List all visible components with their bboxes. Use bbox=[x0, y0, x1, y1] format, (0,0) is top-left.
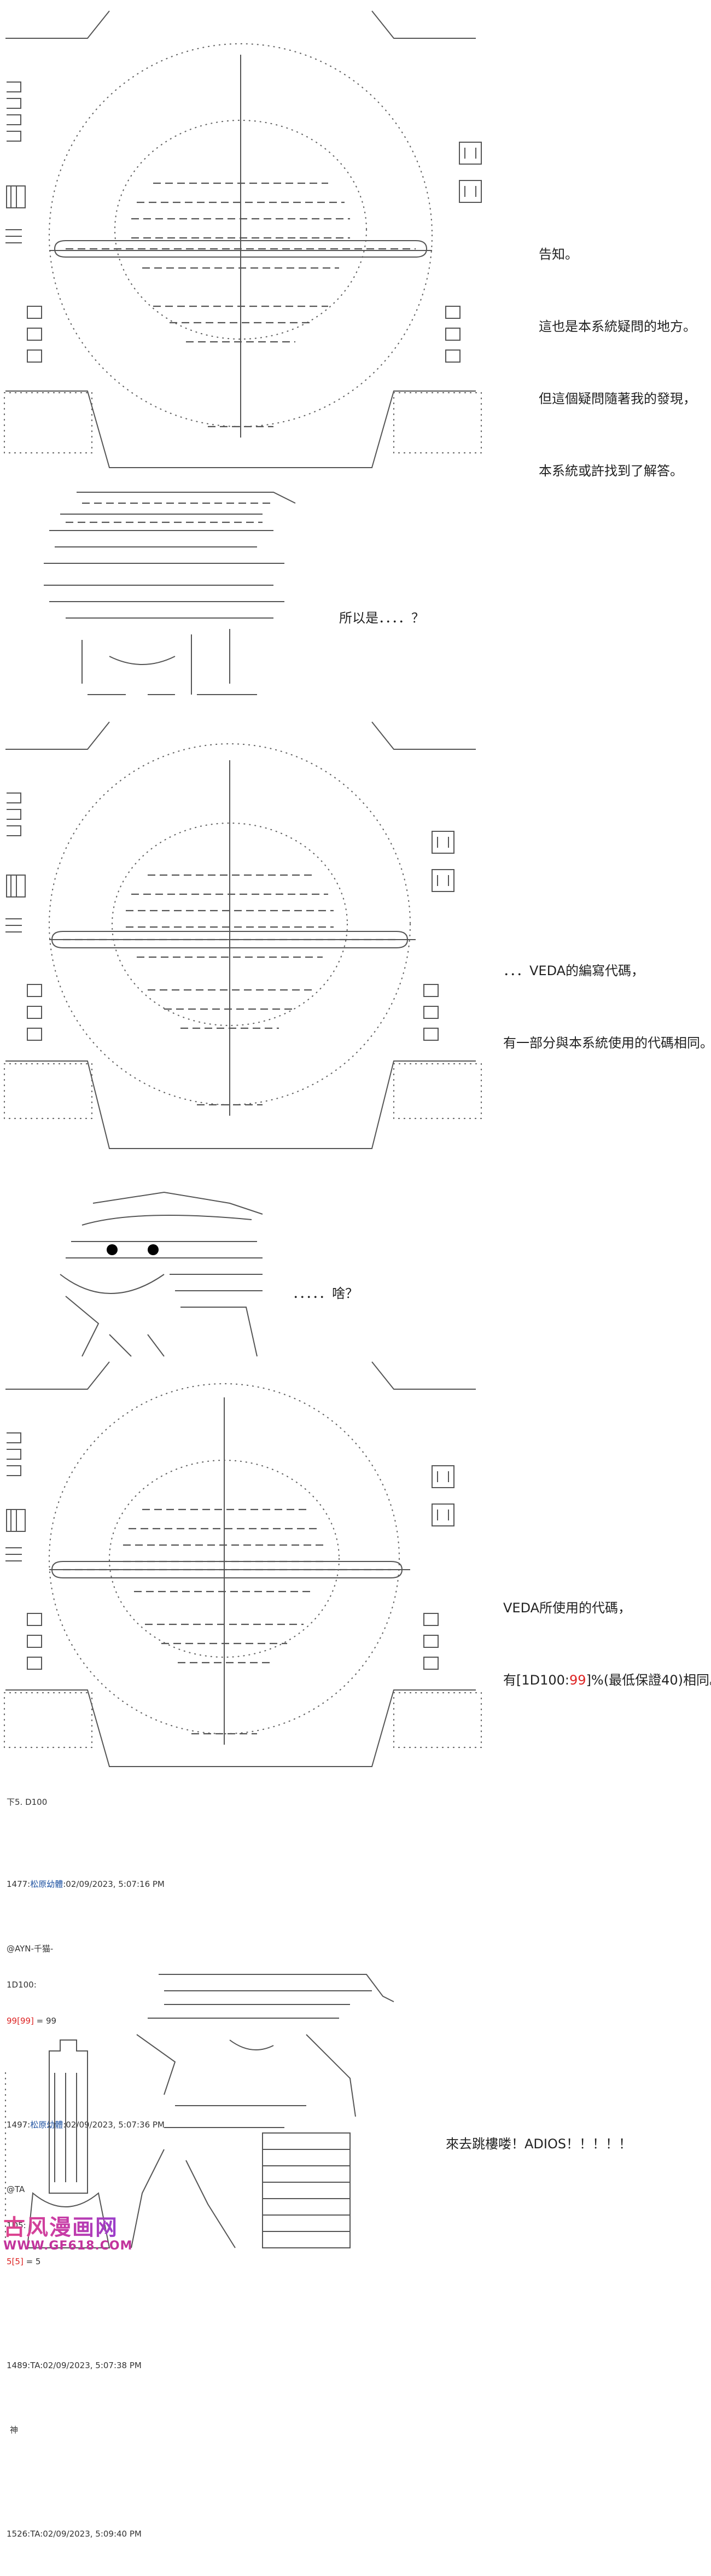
caption-line: ．．．VEDA的編寫代碼， bbox=[503, 963, 645, 978]
post-number: 1489: bbox=[7, 2361, 31, 2370]
site-watermark: 古风漫画网 WWW.GF618.COM bbox=[3, 2210, 132, 2253]
watermark-url: WWW.GF618.COM bbox=[3, 2239, 133, 2253]
post-number: 1477: bbox=[7, 1879, 31, 1889]
roll-prefix: 有[1D100: bbox=[503, 1672, 570, 1688]
roll-suffix: ]%(最低保證40)相同。 bbox=[586, 1672, 711, 1688]
post-number: 1497: bbox=[7, 2120, 31, 2130]
hud-ascii-art-2 bbox=[3, 721, 482, 1149]
eye-dot-right bbox=[148, 1244, 159, 1255]
character-panel-2: ．．．．．啥？ bbox=[0, 1181, 711, 1362]
caption-line: 告知。 bbox=[539, 247, 578, 262]
character-caption-1: 所以是．．．．？ bbox=[339, 558, 424, 678]
forum-post: 1489:TA:02/09/2023, 5:07:38 PM 神 bbox=[7, 2335, 165, 2460]
caption-line: 來去跳樓喽！ADIOS！！！！！ bbox=[446, 2136, 632, 2152]
hud-panel-2: ．．．VEDA的編寫代碼， 有一部分與本系統使用的代碼相同。 bbox=[0, 711, 711, 1181]
post-line: @TA bbox=[7, 2184, 25, 2194]
hud-caption-2: ．．．VEDA的編寫代碼， 有一部分與本系統使用的代碼相同。 bbox=[503, 911, 711, 1103]
hud-caption-1: 告知。 這也是本系統疑問的地方。 但這個疑問隨著我的發現， 本系統或許找到了解答… bbox=[539, 194, 696, 531]
post-line: 1D5: bbox=[7, 2219, 165, 2231]
caption-line: 但這個疑問隨著我的發現， bbox=[539, 391, 696, 406]
post-time: :02/09/2023, 5:09:40 PM bbox=[40, 2529, 142, 2539]
post-user: TA bbox=[30, 2361, 40, 2370]
forum-header: 下5. D100 bbox=[7, 1797, 48, 1807]
post-time: :02/09/2023, 5:07:16 PM bbox=[63, 1879, 165, 1889]
post-time: :02/09/2023, 5:07:38 PM bbox=[40, 2361, 142, 2370]
hud-panel-1: 告知。 這也是本系統疑問的地方。 但這個疑問隨著我的發現， 本系統或許找到了解答… bbox=[0, 0, 711, 479]
character-ascii-art-2 bbox=[60, 1191, 263, 1357]
post-line: 神 bbox=[10, 2425, 19, 2435]
character-ascii-art-3 bbox=[4, 1974, 394, 2249]
caption-line: 本系統或許找到了解答。 bbox=[539, 463, 683, 479]
roll-value: 99 bbox=[569, 1672, 586, 1688]
character-panel-3: 來去跳樓喽！ADIOS！！！！！ bbox=[0, 1963, 711, 2259]
hud-ascii-art-1 bbox=[3, 10, 482, 468]
hud-ascii-art-3 bbox=[3, 1361, 482, 1767]
post-line: @AYN-千猫- bbox=[7, 1944, 54, 1954]
eye-dot-left bbox=[107, 1244, 118, 1255]
post-user: TA bbox=[30, 2529, 40, 2539]
post-user-link[interactable]: 松原幼體 bbox=[30, 1879, 63, 1889]
character-caption-2: ．．．．．啥？ bbox=[293, 1233, 358, 1354]
watermark-title: 古风漫画网 bbox=[3, 2210, 132, 2241]
forum-post: 1526:TA:02/09/2023, 5:09:40 PM bbox=[7, 2504, 165, 2564]
caption-line-roll: 有[1D100:99]%(最低保證40)相同。 bbox=[503, 1668, 711, 1692]
caption-line: VEDA所使用的代碼， bbox=[503, 1600, 632, 1616]
character-ascii-art-1 bbox=[44, 492, 296, 695]
caption-line: 所以是．．．．？ bbox=[339, 610, 424, 626]
hud-caption-3: VEDA所使用的代碼， 有[1D100:99]%(最低保證40)相同。 bbox=[503, 1548, 711, 1740]
caption-line: 有一部分與本系統使用的代碼相同。 bbox=[503, 1035, 711, 1051]
hud-panel-3: VEDA所使用的代碼， 有[1D100:99]%(最低保證40)相同。 bbox=[0, 1351, 711, 1777]
post-number: 1526: bbox=[7, 2529, 31, 2539]
character-caption-3: 來去跳樓喽！ADIOS！！！！！ bbox=[446, 2084, 632, 2204]
caption-line: ．．．．．啥？ bbox=[293, 1286, 358, 1301]
post-line: 1D100: bbox=[7, 1980, 37, 1990]
post-result: = 99 bbox=[33, 2016, 57, 2026]
post-roll: 99[99] bbox=[7, 2016, 34, 2026]
caption-line: 這也是本系統疑問的地方。 bbox=[539, 319, 696, 334]
forum-post: 1477:松原幼體:02/09/2023, 5:07:16 PM @AYN-千猫… bbox=[7, 1854, 165, 2051]
character-panel-1: 所以是．．．．？ bbox=[0, 476, 711, 711]
